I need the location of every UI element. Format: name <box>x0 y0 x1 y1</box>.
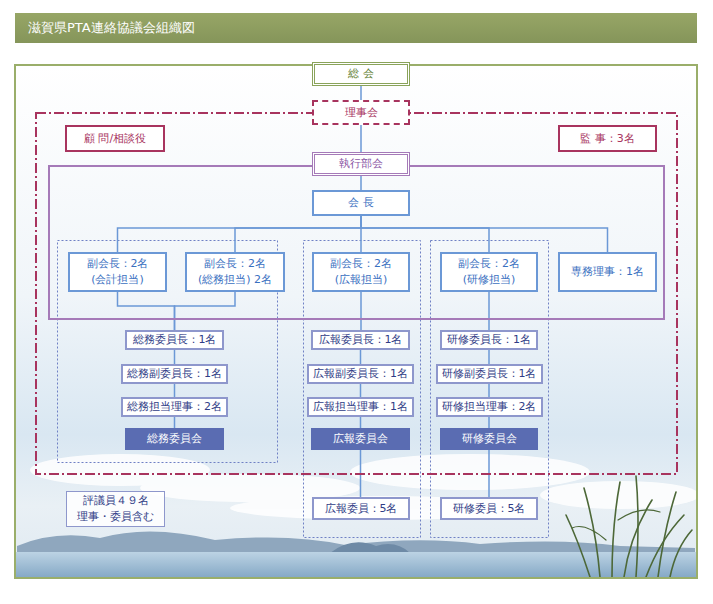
frame-outline <box>48 165 665 320</box>
committee-role-box: 広報副委員長：1名 <box>307 364 414 384</box>
executive-director-box: 専務理事：1名 <box>558 252 657 292</box>
node-text: (総務担当) 2名 <box>198 272 272 288</box>
node-text: 総務副委員長：1名 <box>127 366 222 382</box>
connector-line <box>488 350 490 364</box>
committee-role-box: 広報担当理事：1名 <box>307 397 414 417</box>
node-text: 広報委員会 <box>333 431 388 447</box>
title-text: 滋賀県PTA連絡協議会組織図 <box>15 13 195 43</box>
node-text: 会 長 <box>348 195 374 211</box>
assembly-box: 総 会 <box>312 62 410 86</box>
node-text: 総務委員会 <box>147 431 202 447</box>
auditor-box: 監 事：3名 <box>558 125 657 152</box>
connector-line <box>488 292 490 330</box>
node-text: 研修委員長：1名 <box>447 332 531 348</box>
frame-heading-box: 執行部会 <box>312 152 410 176</box>
lake-water <box>16 552 696 577</box>
node-text: 副会長：2名 <box>204 256 266 272</box>
node-text: 総務委員長：1名 <box>133 332 217 348</box>
connector-line <box>488 384 490 397</box>
vice-president-box: 副会長：2名(広報担当) <box>312 252 410 292</box>
node-text: 研修担当理事：2名 <box>442 399 537 415</box>
councillor-note-box: 評議員４９名理事・委員含む <box>66 491 165 527</box>
vice-president-box: 副会長：2名(総務担当) 2名 <box>185 252 285 292</box>
connector-line <box>360 292 362 330</box>
executive-frame: 執行部会会 長副会長：2名(会計担当)副会長：2名(総務担当) 2名副会長：2名… <box>48 165 665 320</box>
node-text: (広報担当) <box>335 272 388 288</box>
committee-role-box: 研修副委員長：1名 <box>436 364 543 384</box>
node-text: 監 事：3名 <box>580 131 635 147</box>
connector-line <box>361 216 608 252</box>
public-relations-group <box>304 241 421 538</box>
connector-line <box>174 417 176 428</box>
committee-box: 広報委員会 <box>311 428 410 450</box>
connector-line <box>360 86 362 100</box>
president-box: 会 長 <box>312 190 410 216</box>
connector-line <box>174 384 176 397</box>
training-group <box>431 241 549 538</box>
node-text: (研修担当) <box>463 272 516 288</box>
section-groups <box>58 241 549 538</box>
connector-line <box>360 216 362 252</box>
committee-role-box: 研修担当理事：2名 <box>436 397 543 417</box>
connector-line <box>360 417 362 428</box>
committee-member-box: 広報委員：5名 <box>312 497 410 520</box>
node-text: 顧 問/相談役 <box>84 131 146 147</box>
node-text: 広報副委員長：1名 <box>313 366 408 382</box>
mountain-range <box>17 531 695 553</box>
connector-line <box>488 417 490 428</box>
node-text: 広報担当理事：1名 <box>313 399 408 415</box>
frame-line <box>36 113 677 474</box>
board-frame: 理事会顧 問/相談役監 事：3名執行部会会 長副会長：2名(会計担当)副会長：2… <box>35 112 678 475</box>
node-text: 理事会 <box>345 105 378 121</box>
vice-president-box: 副会長：2名(会計担当) <box>68 252 167 292</box>
connector-line <box>360 176 362 190</box>
node-text: 理事・委員含む <box>77 509 154 525</box>
connector-line <box>118 216 362 252</box>
node-text: 研修副委員長：1名 <box>442 366 537 382</box>
node-text: 広報委員：5名 <box>325 501 398 517</box>
outer-frame <box>15 65 697 578</box>
connector-line <box>360 384 362 397</box>
node-text: 副会長：2名 <box>87 256 149 272</box>
node-text: 専務理事：1名 <box>571 264 644 280</box>
committee-role-box: 総務担当理事：2名 <box>121 397 228 417</box>
committee-role-box: 総務副委員長：1名 <box>121 364 228 384</box>
node-text: 評議員４９名 <box>83 493 149 509</box>
committee-box: 総務委員会 <box>125 428 224 450</box>
committee-role-box: 広報委員長：1名 <box>311 330 410 350</box>
node-text: 研修委員：5名 <box>453 501 526 517</box>
reeds <box>566 476 692 577</box>
committee-role-box: 総務委員長：1名 <box>125 330 224 350</box>
connector-line <box>361 216 489 252</box>
committee-role-box: 研修委員長：1名 <box>440 330 538 350</box>
node-text: 広報委員長：1名 <box>319 332 403 348</box>
island <box>330 542 410 553</box>
vice-president-box: 副会長：2名(研修担当) <box>440 252 538 292</box>
node-text: 副会長：2名 <box>330 256 392 272</box>
node-text: 執行部会 <box>339 156 383 172</box>
node-text: 副会長：2名 <box>458 256 520 272</box>
committee-member-box: 研修委員：5名 <box>440 497 538 520</box>
connector-line <box>235 216 361 252</box>
connector-line <box>175 292 236 330</box>
node-text: (会計担当) <box>91 272 144 288</box>
connector-line <box>360 125 362 152</box>
frame-line <box>49 166 664 319</box>
title-bar: 滋賀県PTA連絡協議会組織図 <box>15 13 697 43</box>
general-affairs-group <box>58 241 278 463</box>
committee-box: 研修委員会 <box>440 428 538 450</box>
frame-heading-box: 理事会 <box>312 100 410 125</box>
connector-line <box>174 350 176 364</box>
sky-ground <box>15 65 697 578</box>
node-text: 総 会 <box>348 66 374 82</box>
node-text: 総務担当理事：2名 <box>127 399 222 415</box>
connector-line <box>360 350 362 364</box>
connector-line <box>118 292 175 330</box>
node-text: 研修委員会 <box>462 431 517 447</box>
advisor-box: 顧 問/相談役 <box>65 125 165 152</box>
